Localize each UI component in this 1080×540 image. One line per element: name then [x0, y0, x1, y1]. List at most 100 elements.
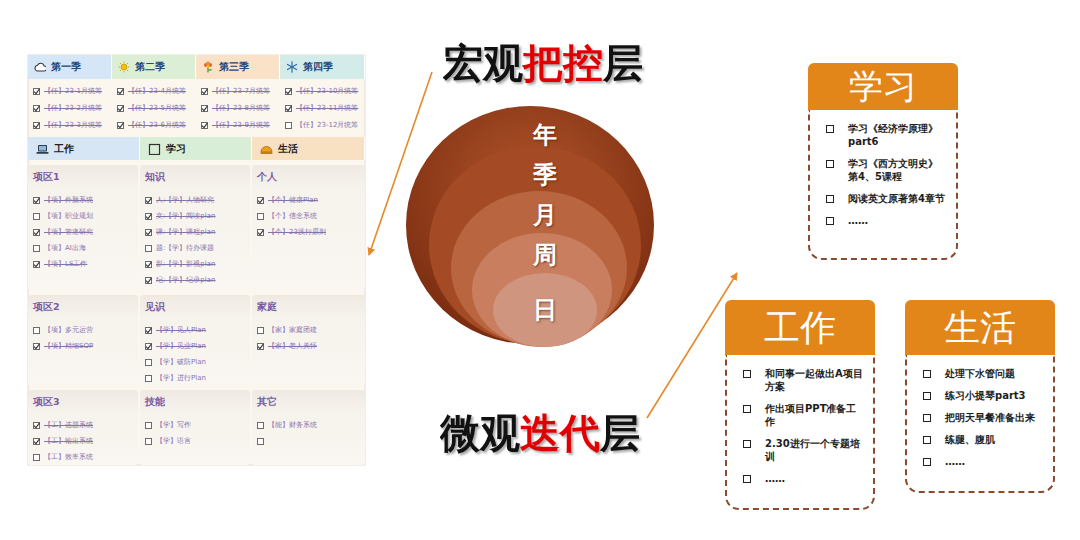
- task-row: 文:【学】阅读plan: [145, 208, 247, 224]
- task-text: 【项】多元运营: [44, 326, 93, 335]
- decor: [34, 230, 39, 235]
- level-text: 月: [533, 202, 557, 228]
- decor: [35, 63, 46, 71]
- checkbox: [257, 213, 264, 220]
- checkbox: [33, 327, 40, 334]
- decor: [146, 230, 151, 235]
- check-mark: [145, 197, 152, 204]
- task-text: 【学】语言: [156, 437, 191, 446]
- level-text: 季: [533, 162, 557, 188]
- season-title: 第一季: [51, 61, 81, 74]
- decor: [34, 262, 39, 267]
- task-text: 影:【学】影视plan: [156, 260, 215, 269]
- todo-text: 作出项目PPT准备工作: [765, 402, 863, 428]
- season-items: 【任】23-7月统筹【任】23-8月统筹【任】23-9月统筹: [196, 79, 280, 134]
- task-text: 【工】选题系统: [44, 421, 93, 430]
- season-icon: [34, 61, 46, 73]
- decor: [124, 62, 125, 64]
- season-icon: [118, 61, 130, 73]
- season-cell: 第四季【任】23-10月统筹【任】23-11月统筹【任】23-12月统筹: [280, 55, 365, 135]
- task-row: 【工】输出系统: [33, 433, 135, 449]
- season-icon: [286, 61, 298, 73]
- decor: [472, 233, 612, 347]
- box-header: 生活: [905, 300, 1055, 355]
- task-row: 【学】见人Plan: [145, 322, 247, 338]
- task-row: 【项】AI出海: [33, 240, 135, 256]
- todo-checkbox: [923, 370, 931, 378]
- task-row: 【学】语言: [145, 433, 247, 449]
- checkbox: [33, 343, 40, 350]
- area-title: 项区3: [28, 390, 138, 408]
- checkbox: [145, 261, 152, 268]
- season-items: 【任】23-1月统筹【任】23-2月统筹【任】23-3月统筹: [28, 79, 112, 134]
- checkbox: [33, 454, 40, 461]
- checkbox: [33, 438, 40, 445]
- check-mark: [257, 343, 264, 350]
- task-text: 【任】23-11月统筹: [296, 104, 358, 113]
- task-row: 【任】23-4月统筹: [117, 83, 193, 100]
- decor: [119, 62, 130, 73]
- checkbox: [257, 327, 264, 334]
- task-row: 【个】健康Plan: [257, 192, 362, 208]
- task-row: 人:【学】人物研究: [145, 192, 247, 208]
- decor: [202, 89, 207, 94]
- season-cell: 第二季【任】23-4月统筹【任】23-5月统筹【任】23-6月统筹: [112, 55, 196, 135]
- box-body: 和同事一起做出A项目方案作出项目PPT准备工作2.30进行一个专题培训……: [725, 355, 875, 510]
- area-cell: 家庭【家】家庭团建【家】老人关怀: [252, 295, 365, 385]
- checkbox: [117, 88, 124, 95]
- decor: [146, 262, 151, 267]
- task-text: 【个】23践行原则: [268, 228, 326, 237]
- season-header: 第三季: [196, 55, 280, 79]
- decor: [120, 70, 121, 71]
- todo-row: 2.30进行一个专题培训: [743, 437, 863, 463]
- task-row: 【工】效率系统: [33, 449, 135, 465]
- todo-row: 学习《西方文明史》第4、5课程: [826, 157, 946, 183]
- decor: [429, 146, 641, 344]
- todo-text: ……: [765, 472, 785, 485]
- area-title: 个人: [252, 165, 365, 183]
- task-row: 【任】23-3月统筹: [33, 117, 109, 134]
- area-cell: 项区3 【工】选题系统【工】输出系统【工】效率系统: [28, 390, 138, 465]
- category-header: 工作: [28, 137, 140, 160]
- checkbox: [145, 229, 152, 236]
- task-text: 【任】23-12月统筹: [296, 121, 358, 130]
- category-header: 学习: [140, 137, 252, 160]
- decor: [128, 67, 130, 68]
- task-text: 【任】23-2月统筹: [44, 104, 102, 113]
- season-header: 第四季: [280, 55, 365, 79]
- area-cell: 知识人:【学】人物研究文:【学】阅读plan课:【学】课程plan题:【学】待办…: [140, 165, 250, 290]
- todo-row: ……: [743, 472, 863, 485]
- decor: [150, 144, 160, 154]
- area-items: 【项】多元运营【项】精细SOP: [28, 313, 138, 354]
- task-text: 【任】23-7月统筹: [212, 87, 270, 96]
- area-items: 【学】写作【学】语言: [140, 408, 250, 449]
- checkbox: [33, 422, 40, 429]
- task-text: 【学】写作: [156, 421, 191, 430]
- check-mark: [117, 122, 124, 129]
- decor: [146, 278, 151, 283]
- todo-checkbox: [826, 125, 834, 133]
- checkbox: [33, 261, 40, 268]
- check-mark: [33, 229, 40, 236]
- check-mark: [257, 229, 264, 236]
- area-cell: 技能【学】写作【学】语言: [140, 390, 250, 465]
- decor: [34, 423, 39, 428]
- todo-row: 作出项目PPT准备工作: [743, 402, 863, 428]
- season-icon: [202, 61, 214, 73]
- area-cell: 个人【个】健康Plan【个】信念系统【个】23践行原则: [252, 165, 365, 290]
- decor: [288, 64, 297, 69]
- empty-task-row: [257, 433, 362, 449]
- area-items: 人:【学】人物研究文:【学】阅读plan课:【学】课程plan题:【学】待办课题…: [140, 183, 250, 288]
- task-row: 【任】23-10月统筹: [285, 83, 362, 100]
- checkbox: [285, 122, 292, 129]
- task-text: 【学】破防Plan: [156, 358, 206, 367]
- decor: [493, 273, 597, 347]
- checkbox: [145, 327, 152, 334]
- checkbox: [145, 277, 152, 284]
- task-row: 【个】信念系统: [257, 208, 362, 224]
- decor: [288, 64, 297, 69]
- todo-checkbox: [923, 414, 931, 422]
- task-row: 课:【学】课程plan: [145, 224, 247, 240]
- task-row: 纪:【学】纪录plan: [145, 272, 247, 288]
- category-icon: [36, 143, 49, 155]
